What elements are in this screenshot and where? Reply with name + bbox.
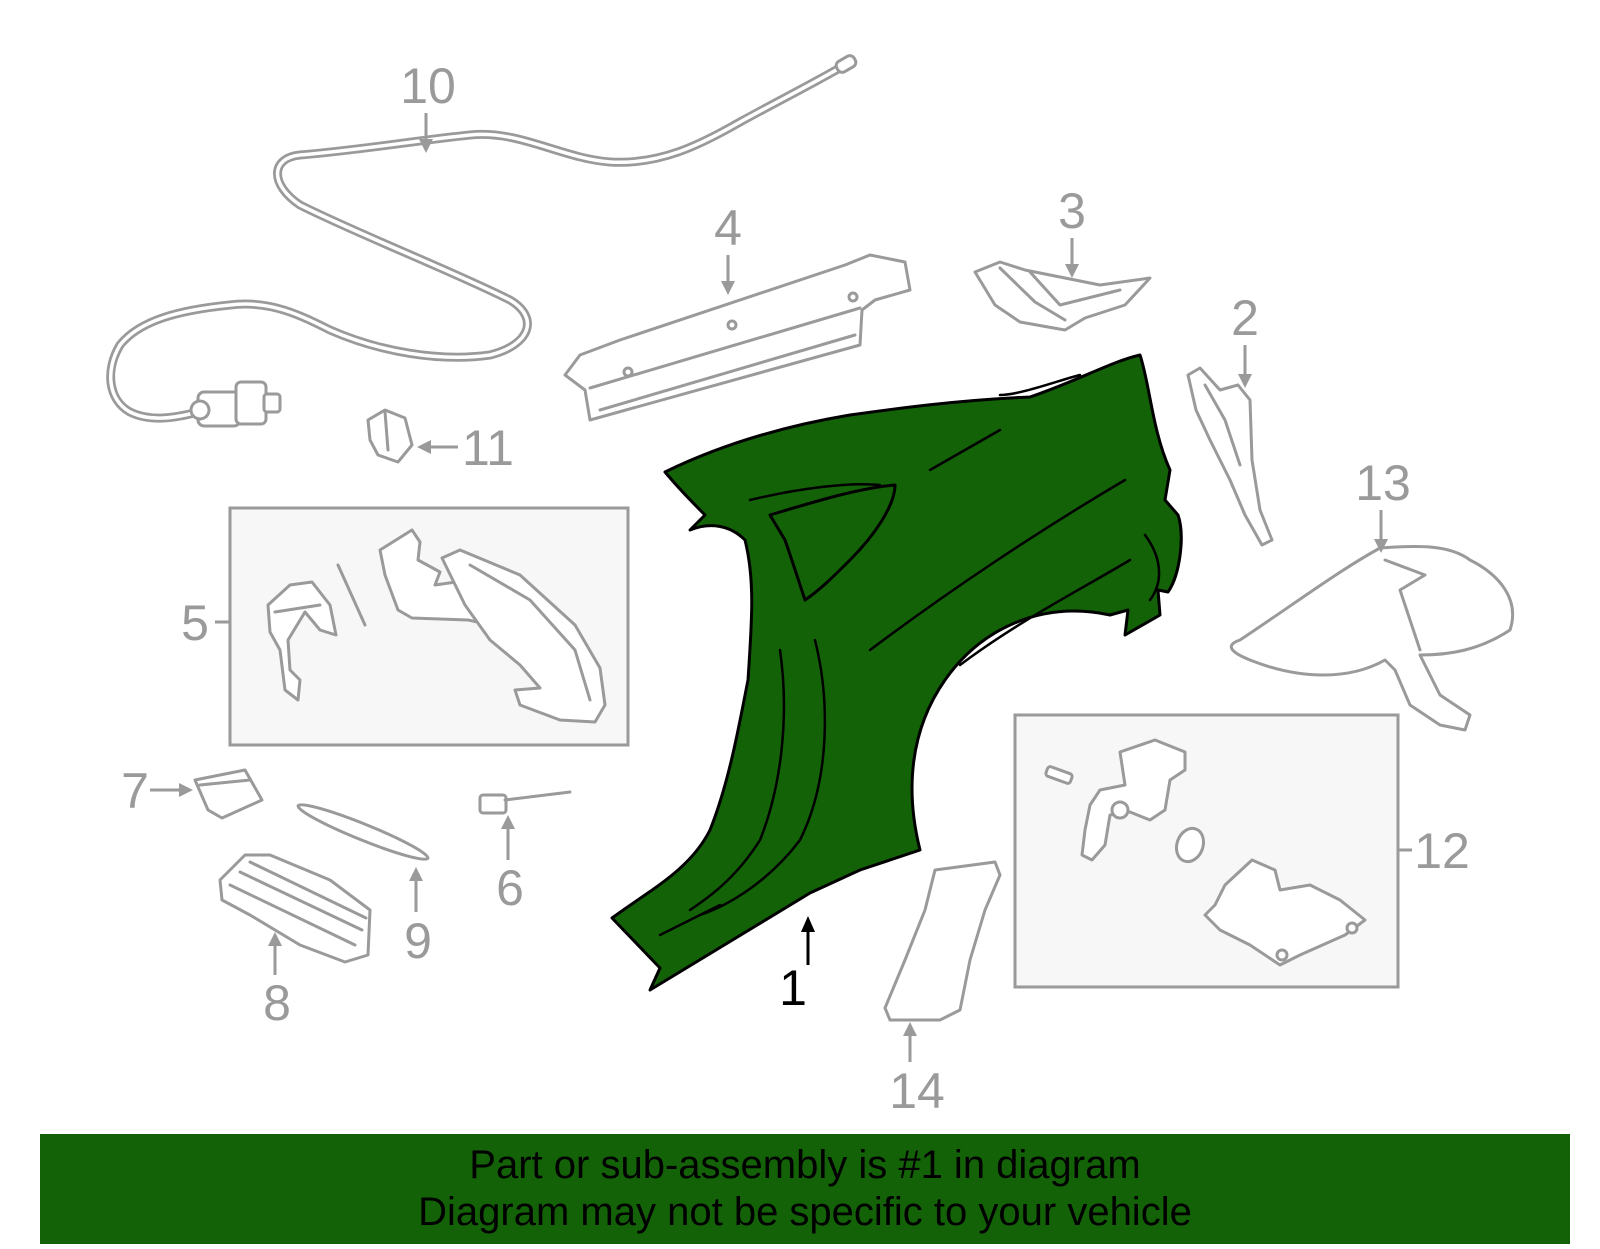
parts-diagram: 1 2 3 4 5 6 7 8 9 10 <box>106 54 1515 1119</box>
callout-5: 5 <box>181 595 230 651</box>
callout-7: 7 <box>121 763 193 819</box>
svg-text:7: 7 <box>121 763 149 819</box>
part-8-grille[interactable] <box>218 853 372 964</box>
callout-12: 12 <box>1398 823 1470 879</box>
part-5-bracket-assembly[interactable] <box>266 528 607 724</box>
callout-13: 13 <box>1355 455 1411 553</box>
svg-text:11: 11 <box>462 420 514 476</box>
svg-text:5: 5 <box>181 595 209 651</box>
svg-text:10: 10 <box>400 58 456 114</box>
svg-text:12: 12 <box>1414 823 1470 879</box>
banner-line-1: Part or sub-assembly is #1 in diagram <box>469 1143 1141 1187</box>
callout-1: 1 <box>779 916 815 1016</box>
callout-3: 3 <box>1058 183 1086 278</box>
svg-text:14: 14 <box>889 1063 945 1119</box>
part-7-piece[interactable] <box>193 768 264 820</box>
svg-text:2: 2 <box>1231 290 1259 346</box>
svg-text:9: 9 <box>404 913 432 969</box>
callout-8: 8 <box>263 932 291 1031</box>
callout-11: 11 <box>417 420 514 476</box>
part-6-bolt[interactable] <box>478 790 572 815</box>
part-1-quarter-panel[interactable] <box>610 353 1183 992</box>
banner-line-2: Diagram may not be specific to your vehi… <box>418 1190 1192 1234</box>
part-12-hinge-assembly[interactable] <box>1044 738 1367 967</box>
part-3-bracket[interactable] <box>973 260 1152 332</box>
svg-text:3: 3 <box>1058 183 1086 239</box>
svg-text:6: 6 <box>496 860 524 916</box>
callout-14: 14 <box>889 1022 945 1119</box>
callout-4: 4 <box>714 200 742 295</box>
part-12-group-box <box>1013 713 1400 989</box>
svg-text:1: 1 <box>779 960 807 1016</box>
svg-text:8: 8 <box>263 975 291 1031</box>
part-13-cover[interactable] <box>1229 544 1515 732</box>
info-banner: Part or sub-assembly is #1 in diagram Di… <box>40 1134 1570 1244</box>
callout-9: 9 <box>404 867 432 969</box>
part-9-seal[interactable] <box>295 798 431 865</box>
part-4-upper-rail[interactable] <box>563 253 912 422</box>
callout-10: 10 <box>400 58 456 153</box>
part-2-reinforcement[interactable] <box>1186 366 1274 547</box>
part-10-release-cable[interactable] <box>106 54 858 428</box>
callout-2: 2 <box>1231 290 1259 388</box>
callout-6: 6 <box>496 815 524 916</box>
svg-text:13: 13 <box>1355 455 1411 511</box>
part-14-strip[interactable] <box>883 860 1002 1022</box>
part-11-clip[interactable] <box>366 408 414 464</box>
svg-text:4: 4 <box>714 200 742 256</box>
